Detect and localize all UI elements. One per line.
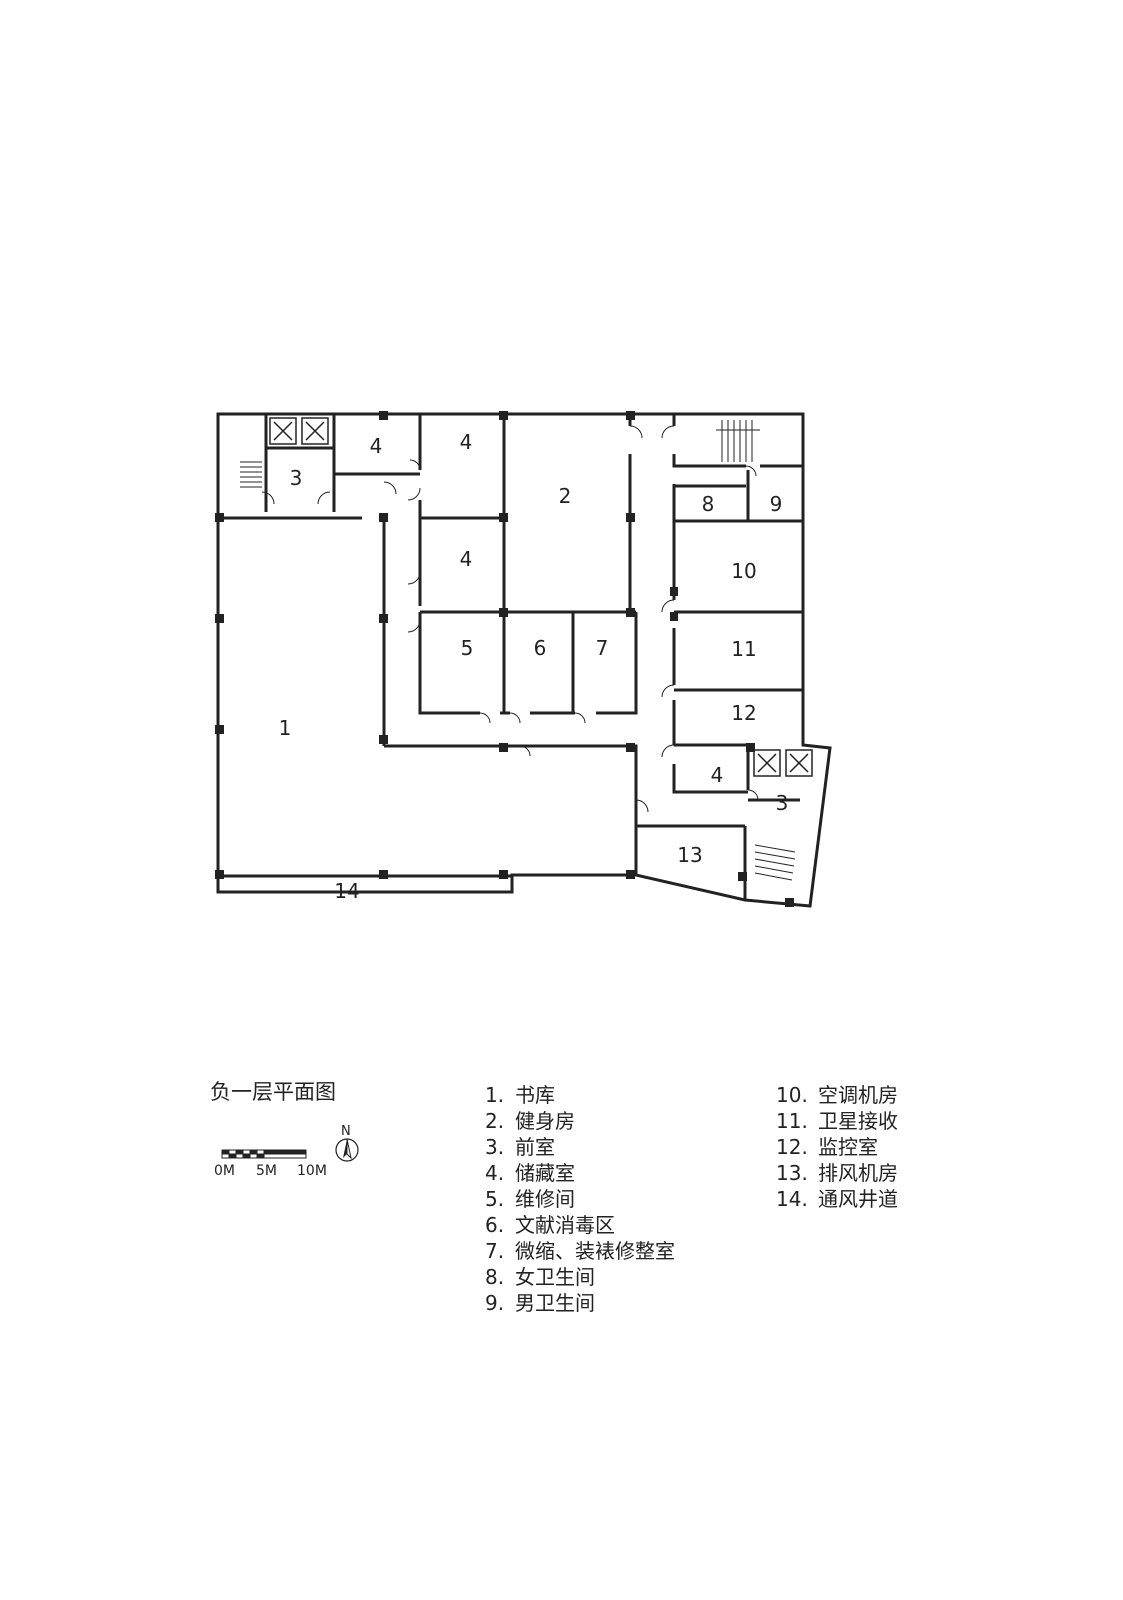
room-label-12: 12 xyxy=(731,701,756,725)
room-label-3a: 3 xyxy=(290,466,303,490)
column xyxy=(499,608,508,617)
column xyxy=(499,870,508,879)
door-icon xyxy=(661,744,675,758)
wall xyxy=(672,454,746,468)
column xyxy=(746,743,755,752)
legend-item: 14.通风井道 xyxy=(776,1187,898,1211)
legend-item: 9.男卫生间 xyxy=(485,1291,595,1315)
legend-item: 13.排风机房 xyxy=(776,1161,898,1185)
door-icon xyxy=(407,571,421,585)
column xyxy=(670,587,678,596)
column xyxy=(785,898,794,907)
door-icon xyxy=(479,712,491,724)
wall xyxy=(418,612,480,715)
scale-label-5m: 5M xyxy=(256,1163,277,1179)
room-label-11: 11 xyxy=(731,637,756,661)
legend-item: 4.储藏室 xyxy=(485,1161,575,1185)
legend-item: 12.监控室 xyxy=(776,1135,878,1159)
north-arrow-icon xyxy=(335,1138,359,1162)
column xyxy=(738,872,747,881)
north-label: N xyxy=(341,1124,351,1139)
door-icon xyxy=(261,491,275,505)
column xyxy=(499,411,508,420)
door-icon xyxy=(383,481,397,495)
column xyxy=(215,870,224,879)
door-icon xyxy=(519,745,531,757)
room-label-14: 14 xyxy=(334,879,359,903)
scale-label-10m: 10M xyxy=(297,1163,327,1179)
door-icon xyxy=(574,712,586,724)
door-icon xyxy=(747,789,759,801)
room-label-6: 6 xyxy=(534,636,547,660)
legend-column-1: 1.书库 2.健身房 3.前室 4.储藏室 5.维修间 6.文献消毒区 7.微缩… xyxy=(485,1082,675,1316)
stair-icon xyxy=(240,461,262,488)
column xyxy=(215,725,224,734)
room-label-3b: 3 xyxy=(776,791,789,815)
room-label-4c: 4 xyxy=(460,547,473,571)
column xyxy=(379,614,388,623)
column xyxy=(379,735,388,744)
column xyxy=(626,608,635,617)
column xyxy=(379,411,388,420)
elevator-icon xyxy=(301,417,329,445)
door-icon xyxy=(509,712,521,724)
door-icon xyxy=(745,465,757,477)
scale-label-0m: 0M xyxy=(214,1163,235,1179)
legend-item: 11.卫星接收 xyxy=(776,1109,898,1133)
legend-item: 3.前室 xyxy=(485,1135,555,1159)
legend-item: 5.维修间 xyxy=(485,1187,575,1211)
legend-item: 1.书库 xyxy=(485,1083,555,1107)
wall xyxy=(596,612,638,715)
legend-column-2: 10.空调机房 11.卫星接收 12.监控室 13.排风机房 14.通风井道 xyxy=(776,1082,898,1212)
door-icon xyxy=(407,619,421,633)
drawing-title: 负一层平面图 xyxy=(210,1080,336,1104)
room-label-2: 2 xyxy=(559,484,572,508)
room-label-10: 10 xyxy=(731,559,756,583)
column xyxy=(215,513,224,522)
door-icon xyxy=(661,684,675,698)
door-icon xyxy=(629,425,643,439)
scale-bar xyxy=(221,1149,307,1159)
elevator-icon xyxy=(269,417,297,445)
room-label-5: 5 xyxy=(461,636,474,660)
room-label-13: 13 xyxy=(677,843,702,867)
column xyxy=(499,513,508,522)
room-label-8: 8 xyxy=(702,492,715,516)
column xyxy=(499,743,508,752)
room-label-1: 1 xyxy=(279,716,292,740)
column xyxy=(626,411,635,420)
legend-item: 8.女卫生间 xyxy=(485,1265,595,1289)
room-label-9: 9 xyxy=(770,492,783,516)
column xyxy=(215,614,224,623)
legend-item: 7.微缩、装裱修整室 xyxy=(485,1239,675,1263)
elevator-icon xyxy=(753,749,781,777)
column xyxy=(379,513,388,522)
door-icon xyxy=(661,425,675,439)
door-icon xyxy=(635,799,649,813)
column xyxy=(626,870,635,879)
room-label-4d: 4 xyxy=(711,763,724,787)
stair-icon xyxy=(754,844,796,881)
room-label-7: 7 xyxy=(596,636,609,660)
legend-item: 10.空调机房 xyxy=(776,1083,898,1107)
room-label-4a: 4 xyxy=(370,434,383,458)
column xyxy=(626,513,635,522)
legend-item: 2.健身房 xyxy=(485,1109,575,1133)
column xyxy=(626,743,635,752)
legend-item: 6.文献消毒区 xyxy=(485,1213,615,1237)
door-icon xyxy=(317,491,331,505)
door-icon xyxy=(409,459,421,471)
door-icon xyxy=(407,487,421,501)
elevator-icon xyxy=(785,749,813,777)
column xyxy=(379,870,388,879)
wall xyxy=(672,764,748,794)
room-label-4b: 4 xyxy=(460,430,473,454)
door-icon xyxy=(661,599,675,613)
column xyxy=(670,612,678,621)
stair-icon xyxy=(716,420,760,462)
wall xyxy=(384,744,638,876)
